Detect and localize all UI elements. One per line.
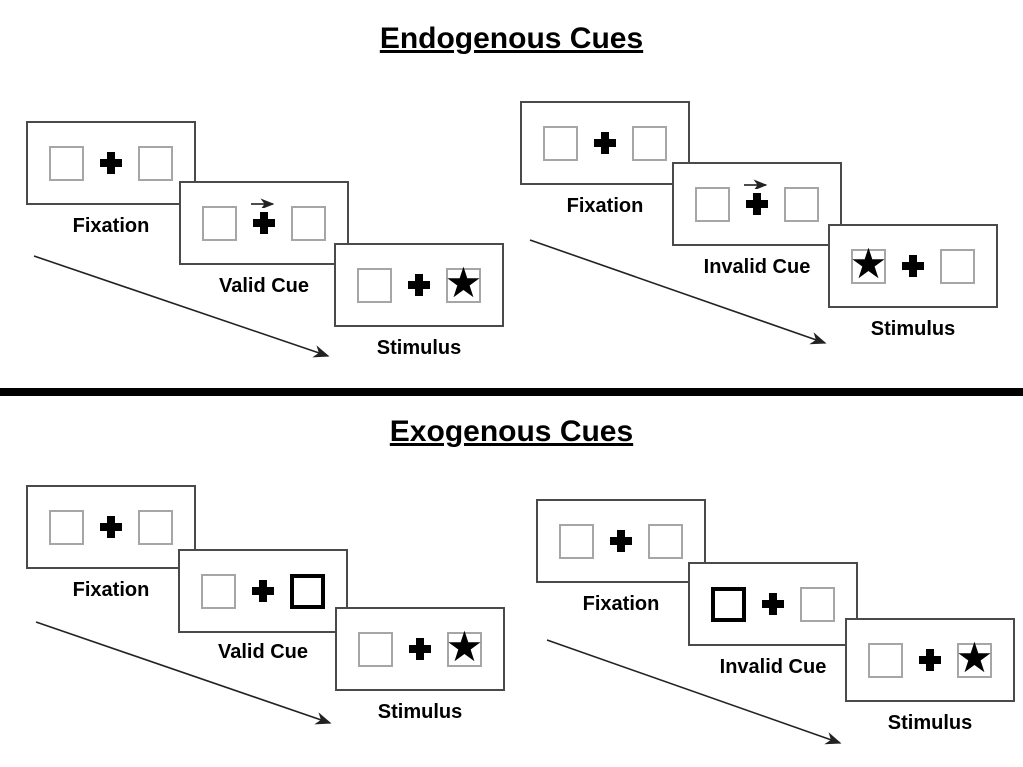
right-box (784, 186, 819, 222)
endogenous-invalid-fixation-panel (520, 101, 690, 185)
left-box (202, 205, 237, 241)
fixation-cross-icon (594, 132, 616, 154)
exogenous-invalid-fixation-panel (536, 499, 706, 583)
exogenous-valid-stimulus-panel: ★ (335, 607, 505, 691)
frame-label-fixation: Fixation (72, 579, 150, 601)
frame-label-stimulus: Stimulus (887, 712, 973, 734)
timeline-arrow-endogenous-valid (33, 255, 330, 358)
fixation-cross-icon (252, 580, 274, 602)
frame-label-valid-cue: Valid Cue (217, 641, 309, 663)
frame-label-stimulus: Stimulus (870, 318, 956, 340)
left-box (543, 125, 578, 161)
right-box-cue-highlight (290, 573, 325, 609)
right-box (940, 248, 975, 284)
right-box-with-target: ★ (955, 634, 994, 681)
section-title-endogenous: Endogenous Cues (379, 22, 644, 55)
endogenous-valid-stimulus-panel: ★ (334, 243, 504, 327)
left-box (201, 573, 236, 609)
exogenous-invalid-stimulus-panel: ★ (845, 618, 1015, 702)
right-box-with-target: ★ (445, 623, 484, 670)
fixation-cross-icon (408, 274, 430, 296)
right-box (632, 125, 667, 161)
frame-label-stimulus: Stimulus (377, 701, 463, 723)
star-icon: ★ (444, 259, 483, 306)
fixation-cross-icon (762, 593, 784, 615)
frame-label-valid-cue: Valid Cue (218, 275, 310, 297)
left-box (49, 509, 84, 545)
right-box (138, 509, 173, 545)
fixation-cross-icon (100, 152, 122, 174)
star-icon: ★ (445, 623, 484, 670)
fixation-cross-icon (409, 638, 431, 660)
endogenous-invalid-stimulus-panel: ★ (828, 224, 998, 308)
right-box (291, 205, 326, 241)
cue-arrow-right-icon (744, 179, 768, 189)
star-icon: ★ (955, 634, 994, 681)
fixation-cross-icon (251, 198, 275, 234)
endogenous-valid-cue-panel (179, 181, 349, 265)
endogenous-valid-fixation-panel (26, 121, 196, 205)
star-icon: ★ (849, 240, 888, 287)
left-box-with-target: ★ (849, 240, 888, 287)
section-title-exogenous: Exogenous Cues (389, 415, 634, 448)
exogenous-valid-fixation-panel (26, 485, 196, 569)
fixation-cross-icon (744, 179, 768, 215)
left-box (868, 642, 903, 678)
left-box-cue-highlight (711, 586, 746, 622)
right-box-with-target: ★ (444, 259, 483, 306)
fixation-cross-icon (610, 530, 632, 552)
right-box (648, 523, 683, 559)
frame-label-stimulus: Stimulus (376, 337, 462, 359)
right-box (138, 145, 173, 181)
cue-arrow-right-icon (251, 198, 275, 208)
frame-label-invalid-cue: Invalid Cue (703, 256, 811, 278)
exogenous-invalid-cue-panel (688, 562, 858, 646)
fixation-cross-icon (902, 255, 924, 277)
exogenous-valid-cue-panel (178, 549, 348, 633)
left-box (49, 145, 84, 181)
left-box (559, 523, 594, 559)
left-box (357, 267, 392, 303)
frame-label-fixation: Fixation (566, 195, 644, 217)
left-box (695, 186, 730, 222)
frame-label-invalid-cue: Invalid Cue (719, 656, 827, 678)
timeline-arrow-exogenous-valid (35, 621, 332, 725)
section-divider (0, 388, 1023, 396)
fixation-cross-icon (100, 516, 122, 538)
frame-label-fixation: Fixation (72, 215, 150, 237)
left-box (358, 631, 393, 667)
right-box (800, 586, 835, 622)
frame-label-fixation: Fixation (582, 593, 660, 615)
fixation-cross-icon (919, 649, 941, 671)
endogenous-invalid-cue-panel (672, 162, 842, 246)
